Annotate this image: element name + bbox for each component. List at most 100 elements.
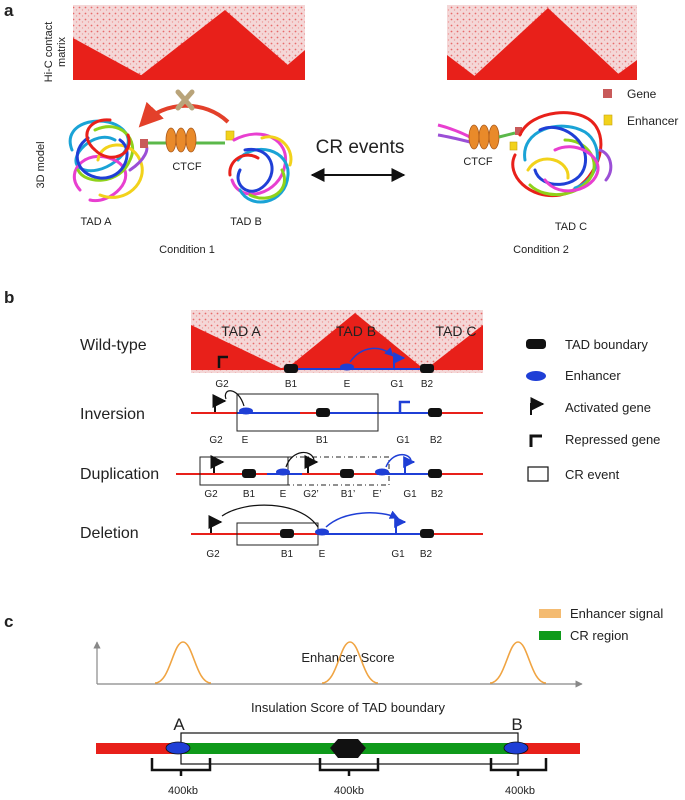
legend-enhancer-label-b: Enhancer <box>565 368 621 383</box>
linker-left-condition2 <box>437 123 471 139</box>
wt-label-b1: B1 <box>285 379 298 390</box>
wt-tad-c-label: TAD C <box>436 323 477 339</box>
row-label-duplication: Duplication <box>80 466 159 483</box>
enhancer-marker-condition2 <box>509 141 518 151</box>
del-label-e: E <box>319 549 326 560</box>
gene-marker-condition1 <box>140 139 148 148</box>
legend-enhancer-icon <box>526 371 546 381</box>
enhancer-score-title: Enhancer Score <box>301 650 394 665</box>
hic-heatmap-condition2 <box>447 5 637 80</box>
inv-label-e: E <box>242 435 249 446</box>
dup-label-b1: B1 <box>243 489 256 500</box>
dup-activated-gene-g2 <box>210 455 225 473</box>
wt-boundary-b2 <box>420 364 434 373</box>
legend-repressed-gene-label: Repressed gene <box>565 432 660 447</box>
inv-enhancer <box>239 407 253 415</box>
inv-label-b1: B1 <box>316 435 329 446</box>
inv-boundary-b2 <box>428 408 442 417</box>
inv-label-g1: G1 <box>396 435 410 446</box>
gene-marker-condition2 <box>515 127 522 135</box>
wt-boundary-b1 <box>284 364 298 373</box>
del-boundary-b2 <box>420 529 434 538</box>
row-label-hic-line1: Hi-C contact <box>43 22 55 83</box>
inv-repressed-gene-g1 <box>398 400 410 412</box>
row-label-3d: 3D model <box>35 141 47 188</box>
ctcf-cohesin-condition1 <box>165 127 197 153</box>
dup-label-g2: G2 <box>204 489 218 500</box>
del-enhancer-contact-arrow-g1 <box>325 510 399 528</box>
inv-activated-gene-g2 <box>212 394 227 412</box>
dup-label-b2: B2 <box>431 489 444 500</box>
del-activated-gene-g1 <box>394 516 407 533</box>
del-label-b2: B2 <box>420 549 433 560</box>
del-label-g2: G2 <box>206 549 220 560</box>
del-enhancer-contact-arrow-g2 <box>221 504 319 528</box>
marker-b-label: B <box>511 715 522 734</box>
svg-text:3D model: 3D model <box>35 141 47 188</box>
row-label-hic-line2: matrix <box>56 37 68 67</box>
deletion-chromosome <box>191 504 483 546</box>
insulation-track <box>96 732 580 765</box>
inv-enhancer-contact-arrow <box>224 390 245 407</box>
hic-heatmap-condition1 <box>73 5 305 80</box>
inv-label-b2: B2 <box>430 435 443 446</box>
inversion-cr-event-box <box>236 393 379 432</box>
tad-boundary-center <box>330 739 366 758</box>
block-x-icon <box>175 89 195 111</box>
window-label-left: 400kb <box>168 785 198 797</box>
dup-enhancer-copy-contact-arrow <box>385 453 412 468</box>
del-boundary-b1 <box>280 529 294 538</box>
wt-tad-a-label: TAD A <box>221 323 261 339</box>
dup-label-g2-prime: G2’ <box>303 489 319 500</box>
legend-cr-event-label: CR event <box>565 467 620 482</box>
legend-tad-boundary-icon <box>526 339 546 349</box>
dup-activated-gene-g1 <box>403 456 416 473</box>
row-label-wildtype: Wild-type <box>80 337 147 354</box>
enhancer-peak-middle <box>321 641 379 684</box>
dup-boundary-b1-copy <box>340 469 354 478</box>
wt-enhancer <box>340 363 354 371</box>
tad-c-chromatin-model <box>511 111 613 198</box>
dup-label-g1: G1 <box>403 489 417 500</box>
legend-activated-gene-icon <box>530 397 545 415</box>
legend-cr-region-label: CR region <box>570 628 629 643</box>
wt-label-e: E <box>344 379 351 390</box>
inv-label-g2: G2 <box>209 435 223 446</box>
del-label-g1: G1 <box>391 549 405 560</box>
dup-enhancer-contact-arrow <box>285 452 315 468</box>
inv-boundary-b1 <box>316 408 330 417</box>
wt-enhancer-contact-arrow <box>349 347 394 363</box>
window-label-middle: 400kb <box>334 785 364 797</box>
duplication-copy-box <box>287 456 390 486</box>
panel-c-letter: c <box>4 612 13 631</box>
enhancer-b <box>503 741 529 755</box>
legend-enhancer-label: Enhancer <box>627 114 678 128</box>
legend-activated-gene-label: Activated gene <box>565 400 651 415</box>
del-label-b1: B1 <box>281 549 294 560</box>
wt-label-g1: G1 <box>390 379 404 390</box>
panel-a-letter: a <box>4 1 14 20</box>
enhancer-marker-condition1 <box>225 130 235 141</box>
wt-label-g2: G2 <box>215 379 229 390</box>
insulation-score-title: Insulation Score of TAD boundary <box>251 700 445 715</box>
legend-repressed-gene-icon <box>529 434 542 447</box>
wt-label-b2: B2 <box>421 379 434 390</box>
tad-a-chromatin-model <box>68 118 149 203</box>
ctcf-label-condition1: CTCF <box>172 161 202 173</box>
marker-a-label: A <box>173 715 185 734</box>
enhancer-peak-left <box>154 641 212 684</box>
enhancer-peak-right <box>489 641 547 684</box>
inversion-chromosome <box>191 390 483 432</box>
legend-cr-region-swatch <box>539 631 561 640</box>
legend-cr-event-icon <box>527 466 549 482</box>
legend-tad-boundary-label: TAD boundary <box>565 337 648 352</box>
tad-b-label: TAD B <box>230 216 262 228</box>
dup-activated-gene-g2-copy <box>304 455 319 473</box>
legend-enhancer-signal-swatch <box>539 609 561 618</box>
blocked-interaction-arrow <box>138 101 230 128</box>
row-label-hic: Hi-C contact matrix <box>43 22 68 83</box>
wt-tad-b-label: TAD B <box>336 323 376 339</box>
hic-heatmap-wildtype <box>191 310 483 373</box>
legend-enhancer-swatch <box>603 114 613 126</box>
